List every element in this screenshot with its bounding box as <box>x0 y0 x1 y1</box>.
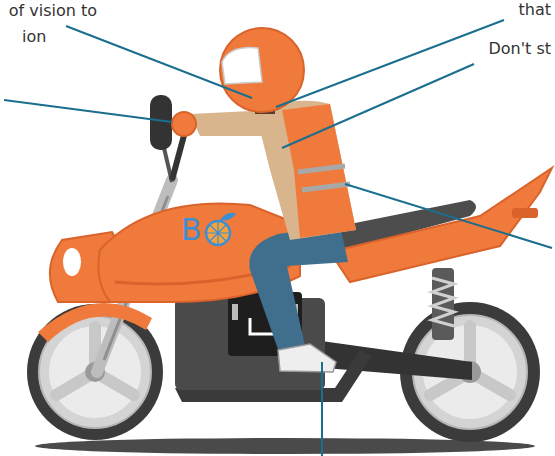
leader-line <box>66 26 252 98</box>
callout-text: that <box>519 1 552 19</box>
rider-glove <box>172 112 196 136</box>
leader-line <box>345 184 552 248</box>
callout-text: of vision to <box>9 2 97 20</box>
callout-text: ion <box>22 28 46 46</box>
reflective-stripe <box>298 166 345 172</box>
leader-line <box>276 20 504 107</box>
logo-segments <box>207 222 229 244</box>
callout-text: Don't st <box>488 40 551 58</box>
leader-line <box>4 100 172 122</box>
tail-light <box>512 208 538 218</box>
shock-spring <box>432 278 454 326</box>
rider-boot <box>278 344 336 372</box>
helmet <box>220 28 304 112</box>
safety-vest <box>282 104 356 238</box>
case-latch <box>232 304 238 320</box>
logo-leaf <box>220 213 236 221</box>
leader-line <box>321 362 323 456</box>
tail-cowl <box>330 168 552 282</box>
rear-shock <box>432 268 454 340</box>
leader-line <box>282 64 474 148</box>
reflective-stripe <box>302 184 350 190</box>
headlight <box>63 248 81 276</box>
logo-orange <box>206 221 230 245</box>
helmet-visor <box>222 48 262 84</box>
logo-text: B <box>181 213 202 248</box>
rider-jeans <box>249 225 348 355</box>
front-fender <box>38 303 152 342</box>
